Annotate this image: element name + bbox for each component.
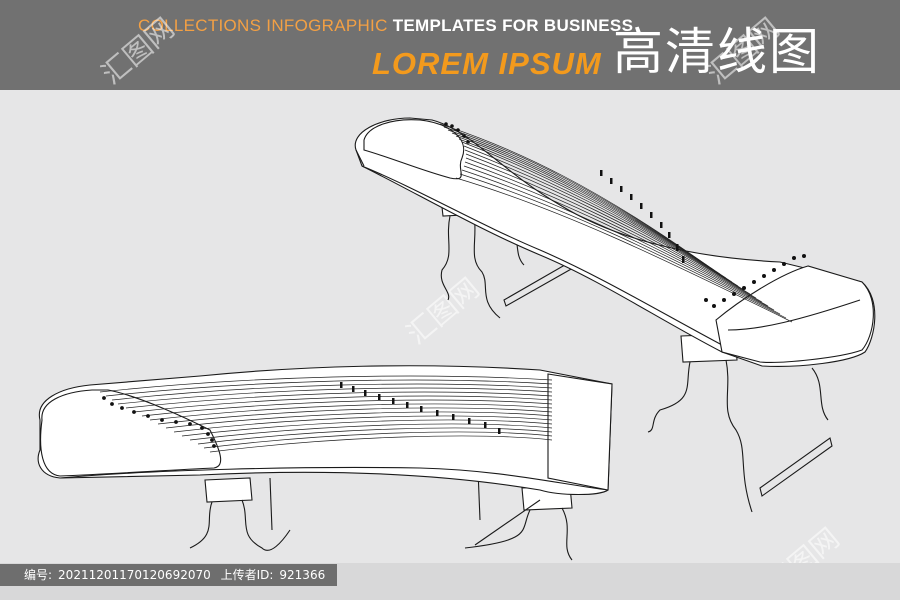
bridges-lower <box>340 382 501 434</box>
footer-id-value: 20211201170120692070 <box>58 568 211 582</box>
strings-upper <box>439 123 793 323</box>
bridges-upper <box>600 170 685 263</box>
header-tagline: COLLECTIONS INFOGRAPHIC TEMPLATES FOR BU… <box>138 16 633 36</box>
tagline-templates: TEMPLATES FOR BUSINESS <box>392 16 634 35</box>
guzheng-upper <box>354 117 876 513</box>
footer-id-label: 编号: <box>24 568 53 582</box>
header-banner: COLLECTIONS INFOGRAPHIC TEMPLATES FOR BU… <box>0 0 900 90</box>
strings-lower <box>99 375 553 453</box>
pegs-lower <box>102 396 216 448</box>
footer-uploader-value: 921366 <box>279 568 326 582</box>
header-title-cn: 高清线图 <box>613 23 821 81</box>
footer-uploader-label: 上传者ID: <box>220 568 274 582</box>
stand-lower-left <box>189 477 291 551</box>
footer-info: 编号: 20211201170120692070 上传者ID: 921366 <box>0 564 338 586</box>
tagline-collections: COLLECTIONS INFOGRAPHIC <box>138 16 388 35</box>
guzheng-lower <box>37 365 613 561</box>
pegs-upper <box>704 254 806 308</box>
header-lorem: LOREM IPSUM <box>372 46 602 81</box>
